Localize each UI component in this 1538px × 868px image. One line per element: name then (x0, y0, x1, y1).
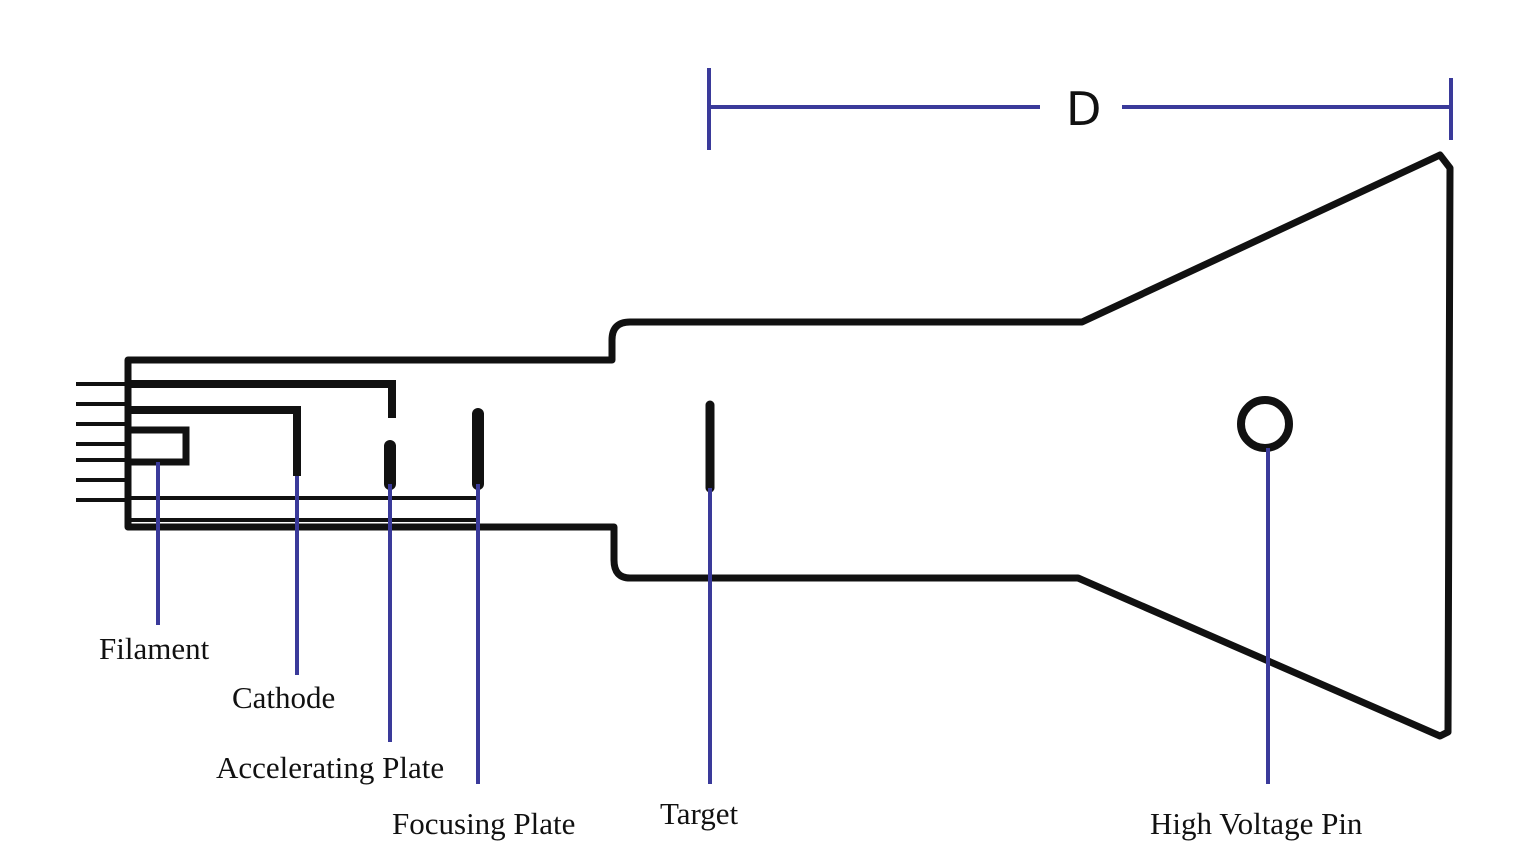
high-voltage-pin (1237, 396, 1293, 452)
dimension-label: D (1066, 82, 1102, 136)
tube-outline (124, 151, 1454, 740)
dimension-d (707, 68, 1453, 150)
label-accelerating-plate: Accelerating Plate (216, 750, 445, 785)
label-high-voltage-pin: High Voltage Pin (1150, 806, 1363, 841)
label-filament: Filament (99, 631, 210, 666)
leader-lines (156, 448, 1270, 784)
label-target: Target (660, 796, 739, 831)
connector-pins (76, 382, 128, 502)
internal-wiring (128, 380, 478, 522)
label-focusing-plate: Focusing Plate (392, 806, 576, 841)
label-cathode: Cathode (232, 680, 336, 715)
